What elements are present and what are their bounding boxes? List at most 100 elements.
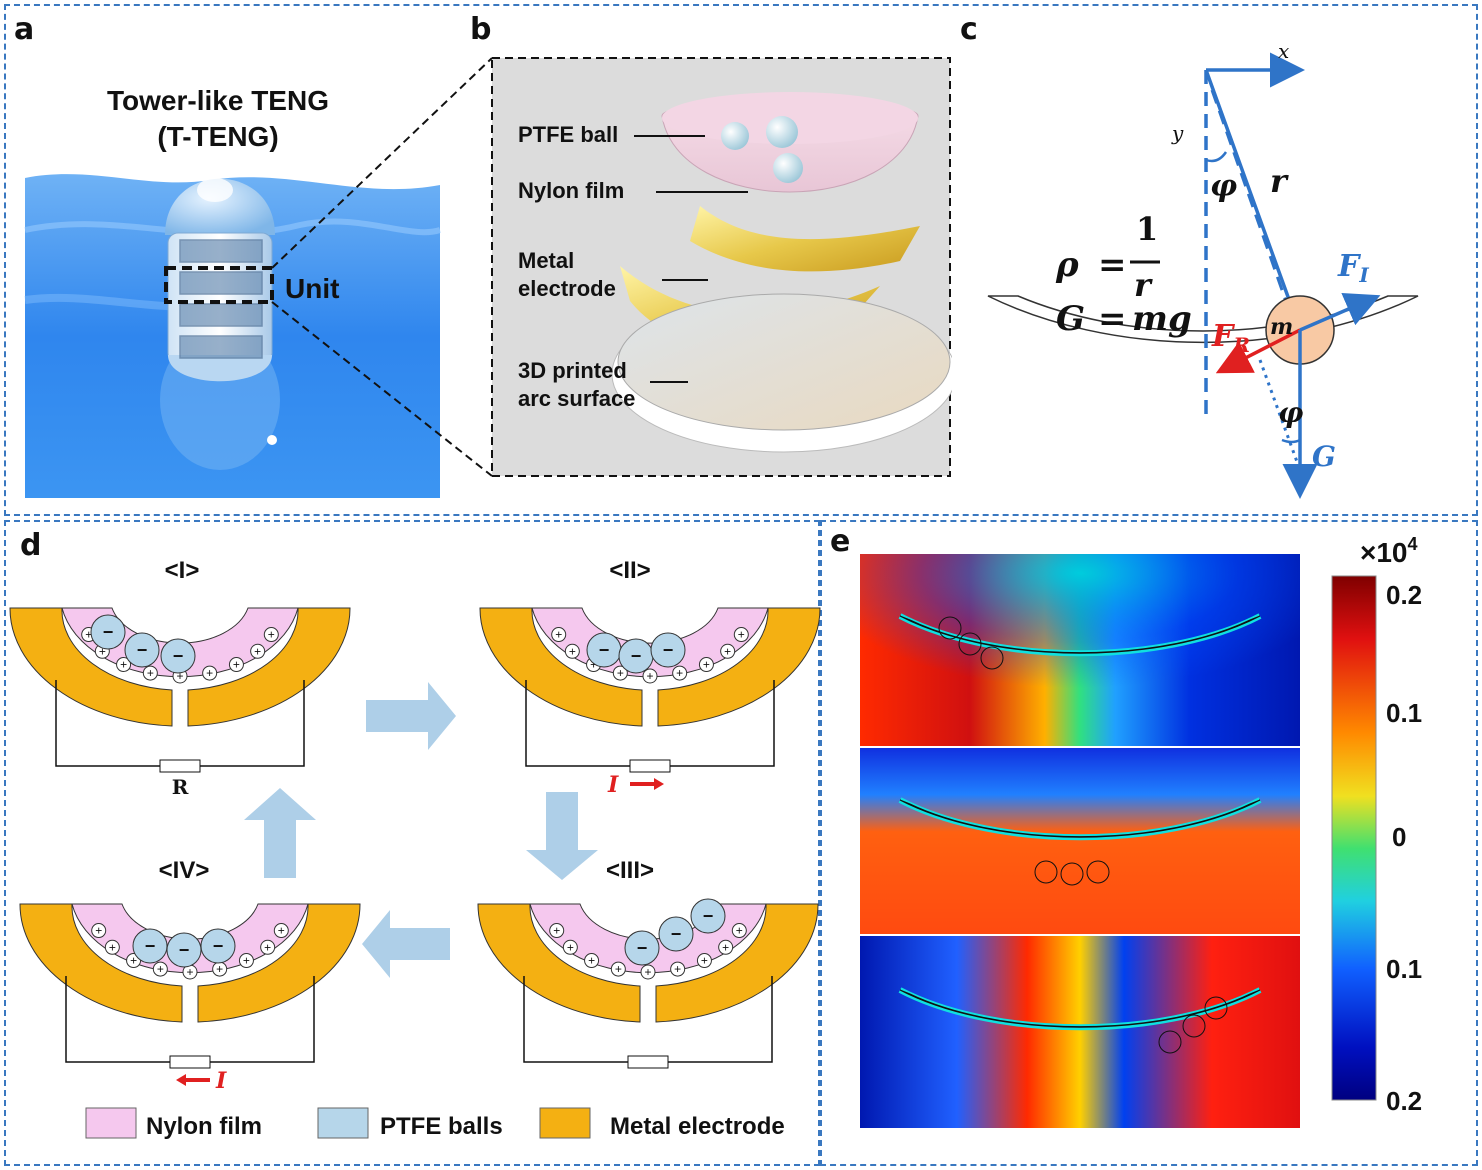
panel-c-diagram: x y φ r φ m FI FR G ρ = 1 r G = mg	[987, 39, 1419, 499]
charge-plus-sign: +	[676, 666, 683, 680]
colorbar-tick-4: 0.2	[1386, 1086, 1422, 1116]
charge-plus	[731, 923, 747, 939]
current-label: I	[607, 772, 619, 798]
charge-plus	[584, 953, 600, 969]
state-label-III: <III>	[606, 857, 654, 884]
ptfe-ball	[766, 116, 798, 148]
colorbar	[1331, 575, 1377, 1101]
charge-plus	[273, 923, 289, 939]
ptfe-ball	[90, 614, 126, 650]
circuit-wire	[55, 680, 305, 767]
metal-electrode-right	[197, 903, 361, 1023]
charge-plus	[238, 953, 254, 969]
state-label-IV: <IV>	[159, 857, 210, 884]
state-I-diagram: +++++++++−−−R	[9, 607, 351, 799]
charge-plus-sign: +	[569, 644, 576, 658]
arrow-IV-to-I	[244, 788, 316, 878]
resistor	[627, 1055, 669, 1069]
phi-bottom: φ	[1278, 396, 1304, 429]
state-label-I: <I>	[165, 557, 200, 584]
charge-plus-sign: +	[590, 658, 597, 672]
unit-label: Unit	[285, 273, 339, 304]
charge-plus	[640, 964, 656, 980]
charge-plus-sign: +	[617, 666, 624, 680]
arrow-II-to-III	[526, 792, 598, 880]
metal-electrode-right	[655, 903, 819, 1023]
circuit-wire	[523, 976, 773, 1063]
ptfe-ball	[721, 122, 749, 150]
resistor	[159, 759, 201, 773]
charge-plus	[142, 665, 158, 681]
charge-plus	[718, 939, 734, 955]
charge-plus-sign: +	[268, 628, 275, 642]
panel-e-simulation: ×104 0.2 0.1 0 0.1 0.2	[860, 534, 1422, 1128]
state-label-II: <II>	[609, 557, 650, 584]
charge-plus	[720, 643, 736, 659]
tower-dome	[165, 178, 275, 235]
ball-charge: −	[179, 940, 190, 960]
unit-highlight-box	[164, 266, 274, 304]
charge-plus-sign: +	[243, 954, 250, 968]
legend-swatch-metal	[539, 1107, 591, 1139]
charge-plus	[733, 627, 749, 643]
label-metal-line2: electrode	[518, 276, 616, 301]
charge-plus-sign: +	[644, 965, 651, 979]
FR-label: FR	[1211, 319, 1250, 357]
charge-plus-sign: +	[553, 924, 560, 938]
colorbar-tick-3: 0.1	[1386, 954, 1422, 984]
ptfe-ball	[160, 638, 196, 674]
charge-plus	[104, 939, 120, 955]
charge-plus	[549, 923, 565, 939]
charge-plus-sign: +	[120, 658, 127, 672]
state-IV-diagram: +++++++++−−−I	[19, 903, 361, 1094]
ptfe-ball	[124, 632, 160, 668]
panel-a-title-line1: Tower-like TENG	[107, 85, 329, 116]
metal-electrode-left	[9, 607, 173, 727]
panel-label-d: d	[20, 528, 42, 563]
G-eq-rhs: mg	[1132, 299, 1192, 339]
charge-plus-sign: +	[85, 628, 92, 642]
metal-electrode-left	[19, 903, 183, 1023]
charge-plus	[696, 953, 712, 969]
ball-charge: −	[599, 640, 610, 660]
metal-electrode-right	[187, 607, 351, 727]
charge-plus-sign: +	[278, 924, 285, 938]
force-FI	[1299, 293, 1381, 332]
charge-plus	[562, 939, 578, 955]
G-eq-lhs: G	[1056, 299, 1085, 339]
metal-sheet-upper	[690, 206, 920, 272]
charge-plus-sign: +	[674, 962, 681, 976]
charge-plus	[672, 665, 688, 681]
ball-charge: −	[103, 622, 114, 642]
FI-label: FI	[1337, 249, 1369, 287]
charge-plus-sign: +	[99, 644, 106, 658]
force-FR	[1215, 328, 1301, 374]
ball-charge: −	[637, 938, 648, 958]
charge-plus-sign: +	[722, 940, 729, 954]
panel-label-c: c	[960, 12, 978, 47]
label-arc-line1: 3D printed	[518, 358, 627, 383]
charge-plus-sign: +	[157, 962, 164, 976]
charge-plus-sign: +	[186, 965, 193, 979]
field-map-2	[860, 748, 1300, 934]
panel-label-a: a	[14, 12, 35, 47]
ball-charge: −	[213, 936, 224, 956]
charge-plus-sign: +	[147, 666, 154, 680]
field-map-3	[860, 936, 1300, 1128]
state-III-diagram: +++++++++−−−	[477, 898, 819, 1069]
panel-a-illustration: Tower-like TENG (T-TENG) Unit	[24, 85, 441, 498]
ptfe-ball	[200, 928, 236, 964]
charge-plus-sign: +	[109, 940, 116, 954]
label-nylon-film: Nylon film	[518, 178, 624, 203]
ball-charge: −	[631, 646, 642, 666]
metal-electrode-left	[479, 607, 643, 727]
charge-plus-sign: +	[615, 962, 622, 976]
rho-equals: =	[1098, 245, 1127, 285]
mass-label: m	[1270, 314, 1293, 340]
label-metal-line1: Metal	[518, 248, 574, 273]
ptfe-ball	[773, 153, 803, 183]
G-label: G	[1312, 440, 1336, 473]
arc-track	[987, 295, 1419, 344]
charge-plus	[551, 627, 567, 643]
resistor	[169, 1055, 211, 1069]
